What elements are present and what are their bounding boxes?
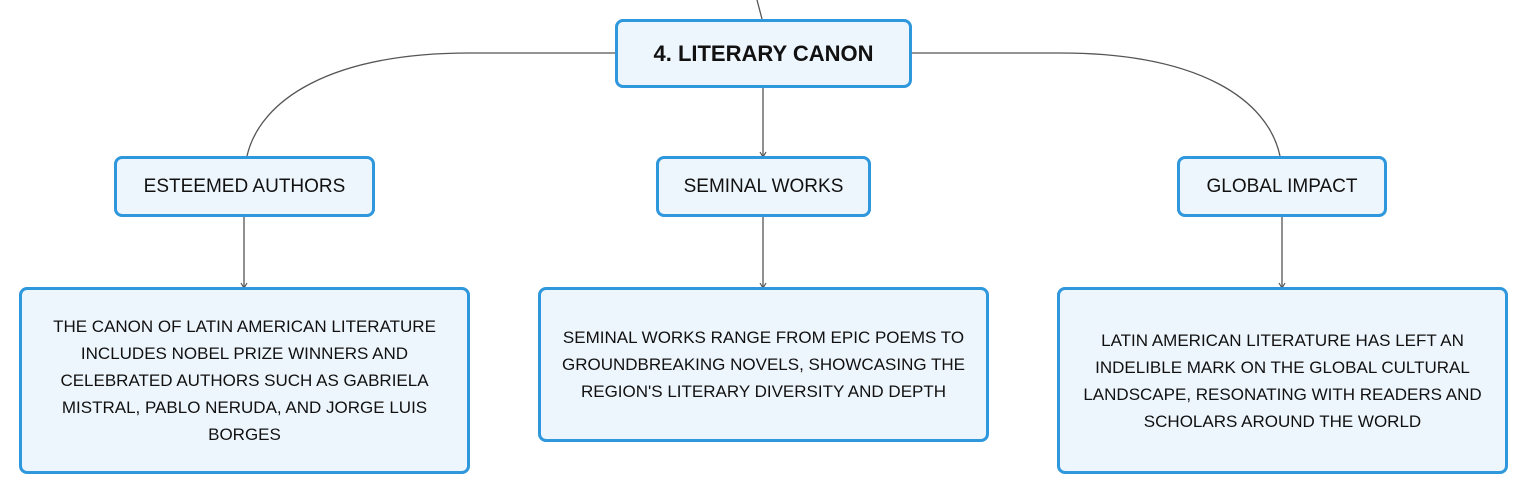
detail-text-global-impact: LATIN AMERICAN LITERATURE HAS LEFT AN IN… <box>1083 330 1482 431</box>
branch-node-seminal-works[interactable]: SEMINAL WORKS <box>656 156 871 217</box>
root-topic-label: 4. LITERARY CANON <box>653 40 874 66</box>
detail-node-esteemed-authors[interactable]: THE CANON OF LATIN AMERICAN LITERATURE I… <box>19 287 470 474</box>
branch-label-esteemed-authors: ESTEEMED AUTHORS <box>143 175 346 197</box>
branch-label-global-impact: GLOBAL IMPACT <box>1206 175 1358 197</box>
detail-node-seminal-works[interactable]: SEMINAL WORKS RANGE FROM EPIC POEMS TO G… <box>538 287 989 442</box>
branch-node-esteemed-authors[interactable]: ESTEEMED AUTHORS <box>114 156 375 217</box>
branch-node-global-impact[interactable]: GLOBAL IMPACT <box>1177 156 1387 217</box>
incoming-connector <box>756 0 763 20</box>
root-topic-node[interactable]: 4. LITERARY CANON <box>615 19 912 88</box>
detail-text-seminal-works: SEMINAL WORKS RANGE FROM EPIC POEMS TO G… <box>561 328 966 401</box>
connector-root-to-esteemed-authors <box>246 52 615 157</box>
detail-text-esteemed-authors: THE CANON OF LATIN AMERICAN LITERATURE I… <box>53 317 436 444</box>
branch-label-seminal-works: SEMINAL WORKS <box>683 175 844 197</box>
detail-node-global-impact[interactable]: LATIN AMERICAN LITERATURE HAS LEFT AN IN… <box>1057 287 1508 474</box>
connector-root-to-global-impact <box>912 52 1281 157</box>
